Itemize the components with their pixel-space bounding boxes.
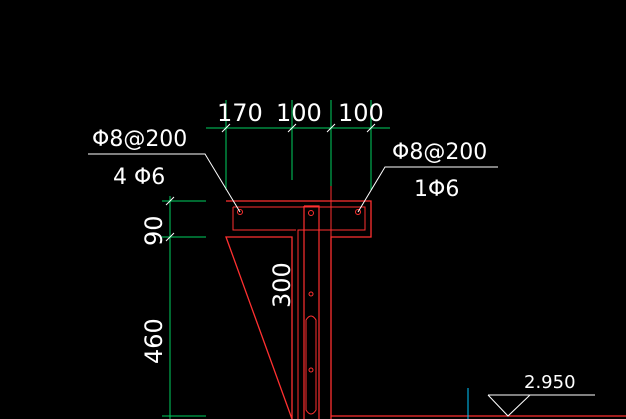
elevation-triangle-icon (487, 394, 531, 417)
column-outline (303, 205, 320, 419)
dim-label-100-b: 100 (338, 99, 384, 127)
elevation-value: 2.950 (524, 372, 576, 393)
dim-label-100-a: 100 (276, 99, 322, 127)
callout-left-top: Φ8@200 (92, 127, 187, 152)
tick-mark (326, 123, 336, 133)
tick-mark (221, 123, 231, 133)
leader-left (88, 153, 241, 213)
stirrup-rebar (232, 207, 296, 231)
elevation-symbol (467, 388, 595, 419)
callout-right-top: Φ8@200 (392, 140, 487, 165)
rebar-bar-icon (237, 209, 243, 215)
callout-left-bottom: 4 Φ6 (113, 165, 165, 190)
dim-label-90: 90 (140, 215, 168, 246)
tick-mark (287, 123, 297, 133)
rebar-bar-icon (355, 209, 361, 215)
dim-label-460: 460 (140, 318, 168, 364)
top-dimension-chain (206, 100, 390, 190)
flange-rebar (233, 206, 366, 419)
side-dimension-chain (162, 196, 206, 419)
rebar-bar-icon (308, 210, 314, 216)
tick-mark (366, 123, 376, 133)
tick-mark (165, 232, 175, 242)
dim-label-300: 300 (268, 262, 296, 308)
web-stirrup (305, 315, 317, 415)
rebar-bar-icon (308, 291, 314, 297)
tick-mark (165, 196, 175, 206)
dim-label-170: 170 (217, 99, 263, 127)
leader-right (357, 166, 498, 213)
callout-right-bottom: 1Φ6 (414, 177, 459, 202)
rebar-bar-icon (308, 367, 314, 373)
